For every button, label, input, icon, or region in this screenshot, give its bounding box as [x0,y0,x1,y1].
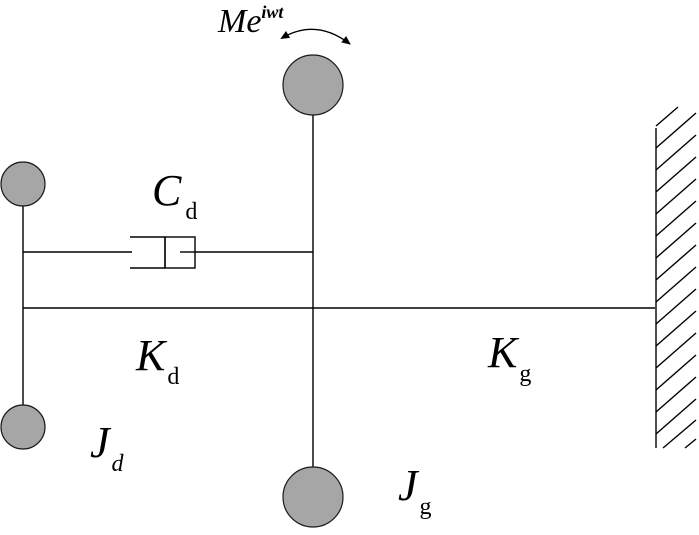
excitation-label: Meiwt [217,2,284,40]
gear-mass-top [282,54,344,116]
rotation-arrow-icon [280,28,351,45]
damper-stiffness-label: Kd [135,331,179,390]
damper-mass-bottom [0,404,46,450]
ground-wall [655,106,697,449]
damper-inertia-label: Jd [90,418,125,477]
gear-mass-bottom [282,466,344,528]
damper-mass-top [0,161,46,207]
dashpot [130,236,196,269]
ground-stiffness-label: Kg [487,328,531,387]
gear-inertia-label: Jg [398,461,432,520]
